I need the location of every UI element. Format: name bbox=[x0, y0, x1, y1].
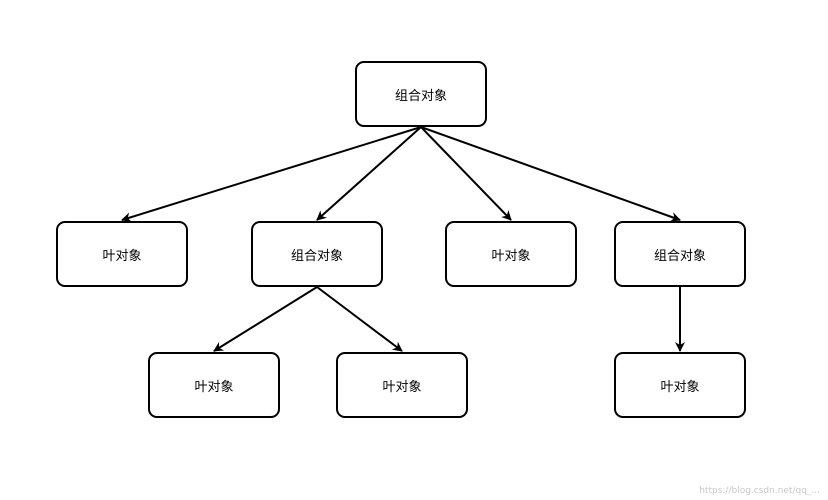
edge-arrow-composite_1-to-leaf_1_2 bbox=[316, 286, 403, 352]
leaf-node: 叶对象 bbox=[614, 352, 746, 418]
edge-arrow-root-to-leaf_2 bbox=[420, 126, 512, 221]
composite-node-root: 组合对象 bbox=[355, 61, 487, 127]
leaf-node: 叶对象 bbox=[148, 352, 280, 418]
leaf-node: 叶对象 bbox=[56, 221, 188, 287]
watermark-text: https://blog.csdn.net/qq_... bbox=[699, 486, 820, 496]
edge-arrow-root-to-composite_2 bbox=[420, 126, 681, 222]
edge-arrow-root-to-leaf_1 bbox=[121, 126, 422, 223]
composite-node: 组合对象 bbox=[251, 221, 383, 287]
edge-arrow-composite_1-to-leaf_1_1 bbox=[213, 286, 318, 352]
leaf-node: 叶对象 bbox=[336, 352, 468, 418]
edge-arrow-root-to-composite_1 bbox=[316, 126, 422, 221]
composite-node: 组合对象 bbox=[614, 221, 746, 287]
leaf-node: 叶对象 bbox=[445, 221, 577, 287]
